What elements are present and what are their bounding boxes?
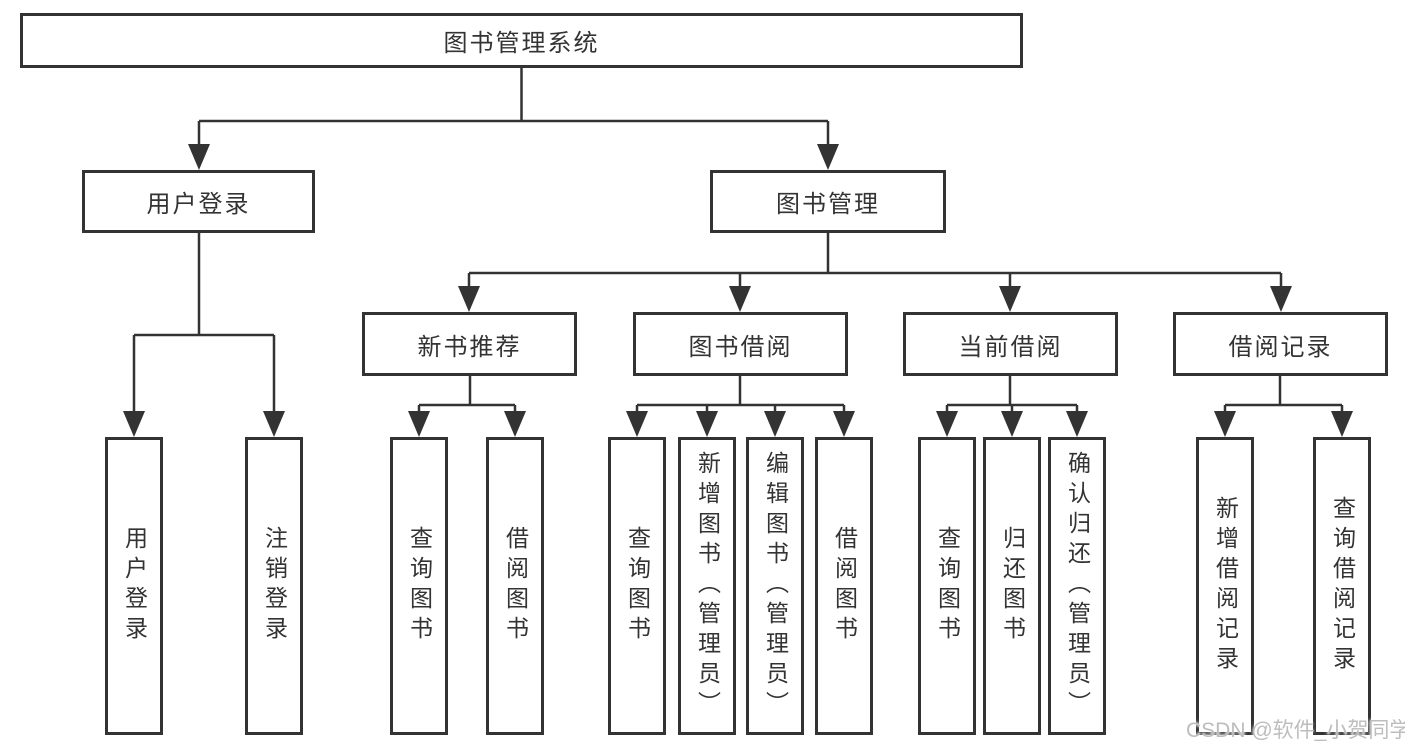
leaf-confirm-return-admin-label: 确认归还（管理员） xyxy=(1064,451,1091,721)
leaf-return-books-label: 归还图书 xyxy=(999,526,1026,646)
leaf-logout: 注销登录 xyxy=(245,437,303,735)
csdn-watermark: CSDN @软件_小贺同学 xyxy=(1186,719,1405,742)
leaf-query-borrow-record: 查询借阅记录 xyxy=(1313,437,1371,735)
node-borrow-records: 借阅记录 xyxy=(1173,312,1388,376)
leaf-query-books-1: 查询图书 xyxy=(390,437,448,735)
node-borrow-records-label: 借阅记录 xyxy=(1228,333,1333,361)
leaf-query-borrow-record-label: 查询借阅记录 xyxy=(1329,496,1356,676)
leaf-borrow-books-2-label: 借阅图书 xyxy=(831,526,858,646)
leaf-borrow-books-1-label: 借阅图书 xyxy=(502,526,529,646)
node-book-management-label: 图书管理 xyxy=(776,191,880,218)
node-book-management: 图书管理 xyxy=(710,170,946,233)
leaf-query-books-2-label: 查询图书 xyxy=(624,526,651,646)
node-current-borrow-label: 当前借阅 xyxy=(958,333,1063,361)
node-library-system-label: 图书管理系统 xyxy=(443,30,600,57)
leaf-logout-label: 注销登录 xyxy=(261,526,288,646)
node-book-borrow: 图书借阅 xyxy=(633,312,848,376)
leaf-add-books-admin: 新增图书（管理员） xyxy=(678,437,736,735)
node-library-system: 图书管理系统 xyxy=(20,13,1023,68)
leaf-return-books: 归还图书 xyxy=(983,437,1041,735)
leaf-edit-books-admin-label: 编辑图书（管理员） xyxy=(762,451,789,721)
node-book-borrow-label: 图书借阅 xyxy=(688,333,793,361)
node-current-borrow: 当前借阅 xyxy=(903,312,1118,376)
node-new-book-recommend: 新书推荐 xyxy=(362,312,577,376)
node-new-book-recommend-label: 新书推荐 xyxy=(417,333,522,361)
leaf-query-books-2: 查询图书 xyxy=(608,437,666,735)
arrowheads xyxy=(123,144,1353,437)
leaf-query-books-3: 查询图书 xyxy=(918,437,976,735)
leaf-user-login-label: 用户登录 xyxy=(121,526,148,646)
leaf-confirm-return-admin: 确认归还（管理员） xyxy=(1048,437,1106,735)
leaf-edit-books-admin: 编辑图书（管理员） xyxy=(746,437,804,735)
leaf-add-borrow-record: 新增借阅记录 xyxy=(1196,437,1254,735)
leaf-borrow-books-1: 借阅图书 xyxy=(486,437,544,735)
leaf-query-books-3-label: 查询图书 xyxy=(934,526,961,646)
node-user-login: 用户登录 xyxy=(82,170,315,233)
leaf-add-borrow-record-label: 新增借阅记录 xyxy=(1212,496,1239,676)
leaf-user-login: 用户登录 xyxy=(105,437,163,735)
leaf-borrow-books-2: 借阅图书 xyxy=(815,437,873,735)
leaf-query-books-1-label: 查询图书 xyxy=(406,526,433,646)
node-user-login-label: 用户登录 xyxy=(146,191,251,218)
leaf-add-books-admin-label: 新增图书（管理员） xyxy=(694,451,721,721)
